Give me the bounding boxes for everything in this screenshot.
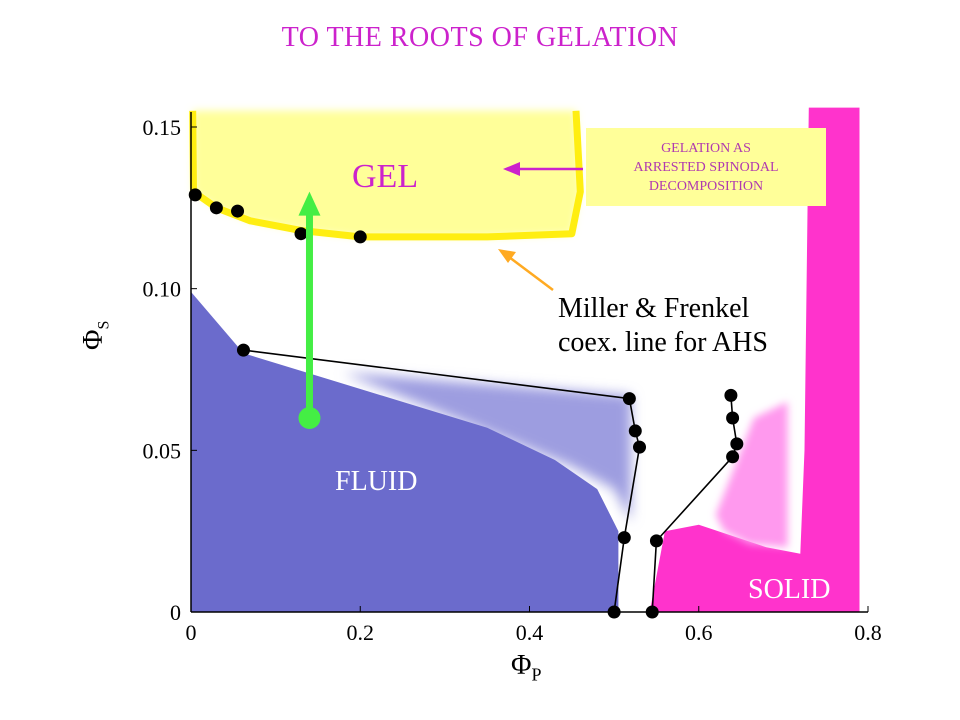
fluid-region-label: FLUID — [335, 466, 418, 497]
y-axis-label: ΦS — [78, 321, 114, 350]
slide-title: TO THE ROOTS OF GELATION — [281, 22, 679, 53]
data-point — [353, 230, 367, 244]
y-tick-label: 0.15 — [143, 115, 182, 140]
x-tick-label: 0.4 — [516, 620, 544, 645]
gel-region-label: GEL — [352, 158, 419, 195]
x-tick-label: 0.6 — [685, 620, 713, 645]
data-point — [726, 450, 740, 464]
y-axis-symbol: Φ — [78, 329, 109, 350]
y-axis-subscript: S — [95, 320, 113, 330]
data-point — [628, 424, 642, 438]
solid-light-region — [715, 401, 788, 548]
annotation-line-1: Miller & Frenkel — [558, 293, 750, 324]
data-point — [645, 605, 659, 619]
data-point — [209, 201, 223, 215]
x-tick-label: 0 — [186, 620, 197, 645]
miller-frenkel-annotation: Miller & Frenkel coex. line for AHS — [558, 292, 768, 360]
data-point — [633, 440, 647, 454]
callout-line-1: GELATION AS — [661, 140, 751, 156]
data-point — [726, 411, 740, 425]
spinodal-callout-box: GELATION AS ARRESTED SPINODAL DECOMPOSIT… — [586, 128, 826, 206]
orange-arrow-head — [498, 249, 516, 263]
data-point — [607, 605, 621, 619]
data-point — [231, 204, 245, 218]
data-point — [236, 343, 250, 357]
magenta-arrow-head — [503, 162, 520, 176]
y-tick-label: 0.05 — [143, 438, 182, 463]
x-axis-label: ΦP — [511, 650, 541, 686]
x-tick-label: 0.2 — [347, 620, 375, 645]
gel-region — [192, 110, 581, 237]
x-axis-subscript: P — [531, 664, 542, 685]
fluid-region — [191, 291, 619, 612]
x-axis-symbol: Φ — [511, 650, 532, 681]
data-point — [294, 227, 308, 241]
x-tick-label: 0.8 — [854, 620, 882, 645]
green-arrow-head — [298, 191, 321, 216]
series-line — [243, 349, 641, 613]
green-arrow-origin — [298, 407, 321, 429]
data-point — [188, 188, 202, 202]
callout-line-3: DECOMPOSITION — [648, 178, 764, 194]
gel-boundary-line — [189, 110, 584, 241]
callout-line-2: ARRESTED SPINODAL — [633, 159, 779, 175]
data-point — [622, 392, 636, 406]
data-point — [617, 531, 631, 545]
solid-region — [649, 107, 860, 612]
solid-region-label: SOLID — [748, 574, 831, 605]
data-point — [649, 534, 663, 548]
data-point — [724, 388, 738, 402]
annotation-line-2: coex. line for AHS — [558, 327, 768, 358]
y-tick-label: 0 — [170, 600, 181, 625]
fluid-shading-region — [343, 372, 631, 522]
data-point — [730, 437, 744, 451]
y-tick-label: 0.10 — [143, 277, 182, 302]
orange-arrow-shaft — [508, 256, 554, 291]
